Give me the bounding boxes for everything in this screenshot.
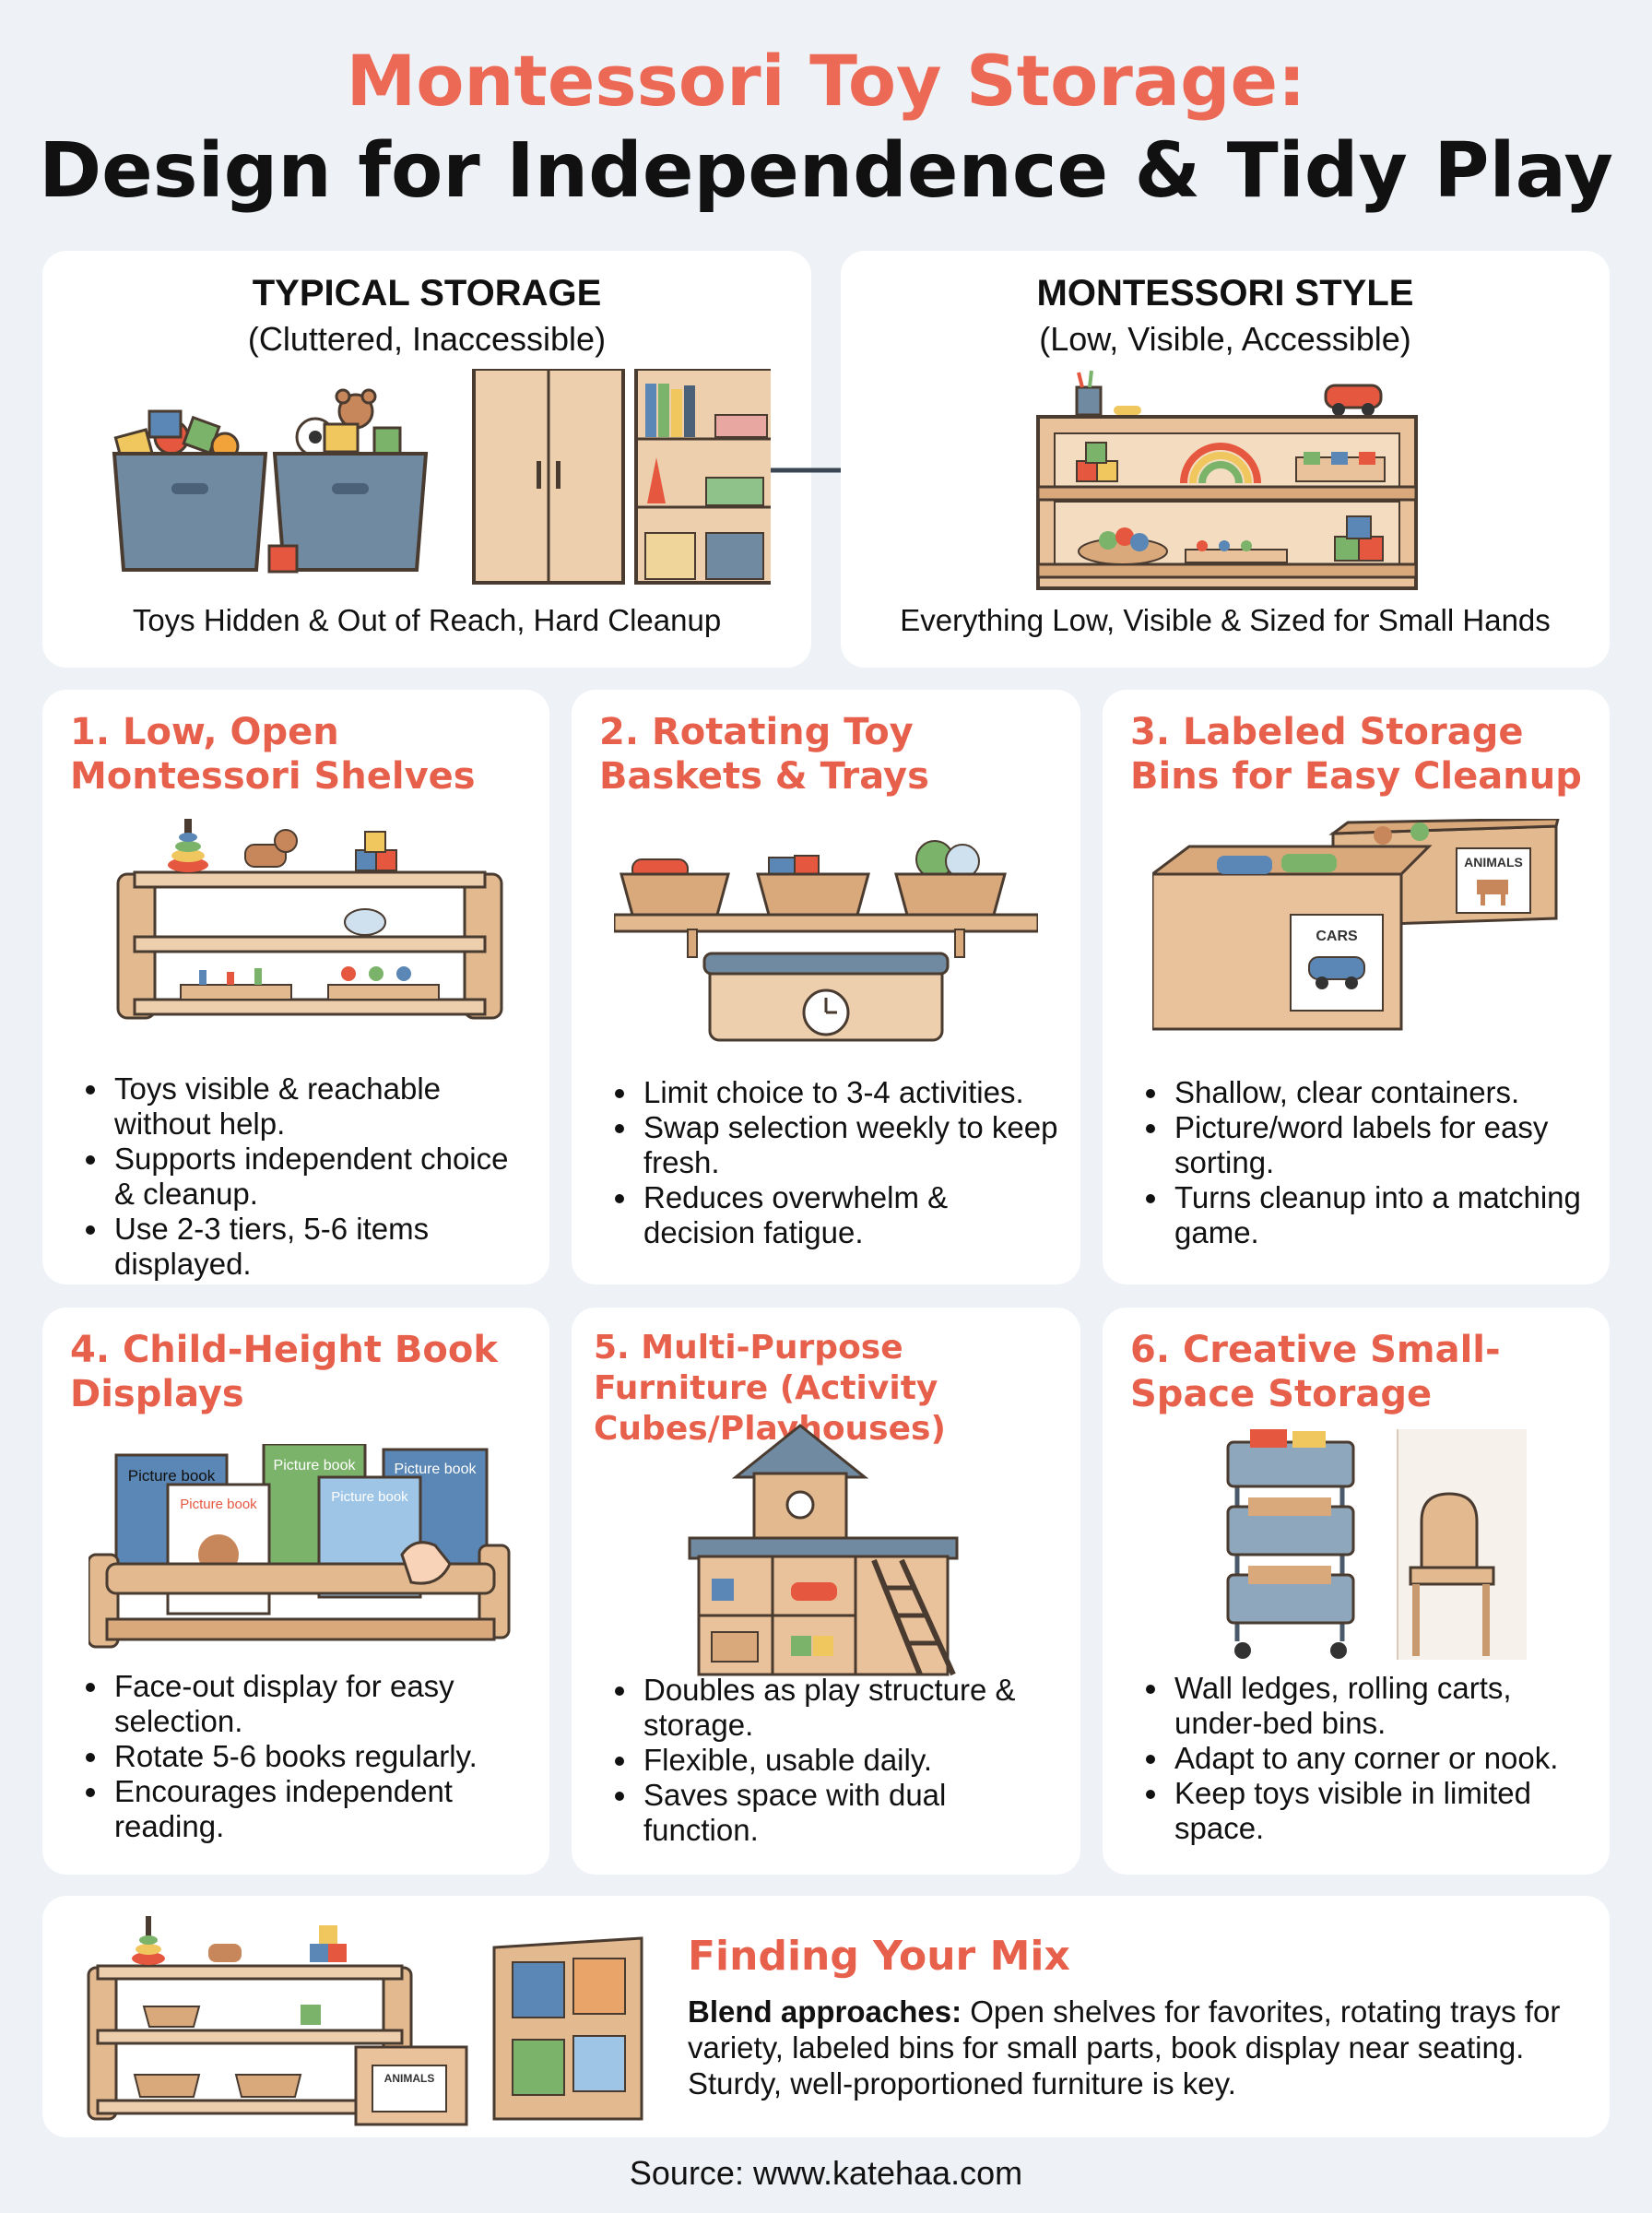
montessori-style-heading: MONTESSORI STYLE bbox=[1036, 273, 1414, 314]
bullet-list: Wall ledges, rolling carts, under-bed bi… bbox=[1139, 1671, 1591, 1846]
book-title: Picture book bbox=[180, 1497, 257, 1512]
hand-icon bbox=[400, 1541, 452, 1585]
bullet-item: Limit choice to 3-4 activities. bbox=[640, 1075, 1062, 1110]
book-title: Picture book bbox=[395, 1462, 478, 1477]
montessori-style-heading-block: MONTESSORI STYLE (Low, Visible, Accessib… bbox=[841, 273, 1610, 359]
playhouse-furniture-illustration bbox=[688, 1424, 959, 1676]
bin-label-cars: CARS bbox=[1316, 929, 1358, 944]
low-open-shelf-illustration bbox=[116, 819, 503, 1020]
mixed-storage-illustration: ANIMALS bbox=[87, 1916, 643, 2126]
title-line-1: Montessori Toy Storage: bbox=[346, 40, 1306, 122]
bin-label-animals: ANIMALS bbox=[1464, 855, 1523, 870]
bullet-item: Picture/word labels for easy sorting. bbox=[1171, 1110, 1591, 1180]
typical-storage-subheading: (Cluttered, Inaccessible) bbox=[247, 320, 607, 358]
bullet-item: Keep toys visible in limited space. bbox=[1171, 1776, 1591, 1846]
bullet-item: Adapt to any corner or nook. bbox=[1171, 1741, 1591, 1776]
bullet-item: Doubles as play structure & storage. bbox=[640, 1673, 1062, 1743]
cluttered-bins-illustration bbox=[112, 369, 771, 585]
bullet-item: Face-out display for easy selection. bbox=[111, 1669, 531, 1739]
section-title: 2. Rotating Toy Baskets & Trays bbox=[599, 711, 929, 798]
bullet-item: Encourages independent reading. bbox=[111, 1774, 531, 1844]
section-title: 3. Labeled Storage Bins for Easy Cleanup bbox=[1130, 711, 1582, 798]
mix-title: Finding Your Mix bbox=[688, 1933, 1070, 1980]
bullet-item: Supports independent choice & cleanup. bbox=[111, 1142, 531, 1212]
rolling-cart-illustration bbox=[1226, 1429, 1527, 1660]
typical-storage-caption: Toys Hidden & Out of Reach, Hard Cleanup bbox=[132, 603, 722, 637]
section-card-multi-purpose-furniture: 5. Multi-Purpose Furniture (Activity Cub… bbox=[572, 1308, 1080, 1875]
bullet-item: Swap selection weekly to keep fresh. bbox=[640, 1110, 1062, 1180]
bullet-list: Limit choice to 3-4 activities. Swap sel… bbox=[608, 1075, 1062, 1250]
bullet-item: Flexible, usable daily. bbox=[640, 1743, 1062, 1778]
section-card-labeled-bins: 3. Labeled Storage Bins for Easy Cleanup… bbox=[1103, 690, 1610, 1284]
book-title: Picture book bbox=[274, 1458, 357, 1473]
title-line-2: Design for Independence & Tidy Play bbox=[39, 127, 1613, 215]
bullet-item: Rotate 5-6 books regularly. bbox=[111, 1739, 531, 1774]
bullet-item: Shallow, clear containers. bbox=[1171, 1075, 1591, 1110]
montessori-style-card: MONTESSORI STYLE (Low, Visible, Accessib… bbox=[841, 251, 1610, 668]
rotating-baskets-illustration bbox=[614, 840, 1038, 1042]
section-card-rotating-baskets: 2. Rotating Toy Baskets & Trays Limit ch… bbox=[572, 690, 1080, 1284]
book-title: Picture book bbox=[128, 1467, 216, 1485]
book-title: Picture book bbox=[331, 1489, 408, 1505]
cars-bin: CARS bbox=[1152, 845, 1433, 1031]
montessori-style-caption: Everything Low, Visible & Sized for Smal… bbox=[900, 603, 1551, 637]
typical-storage-card: TYPICAL STORAGE (Cluttered, Inaccessible… bbox=[42, 251, 811, 668]
section-card-book-displays: 4. Child-Height Book Displays Picture bo… bbox=[42, 1308, 549, 1875]
bullet-list: Doubles as play structure & storage. Fle… bbox=[608, 1673, 1062, 1848]
typical-storage-heading: TYPICAL STORAGE bbox=[252, 273, 602, 314]
low-open-shelf-illustration bbox=[1036, 370, 1418, 590]
section-card-small-space-storage: 6. Creative Small-Space Storage Wall led… bbox=[1103, 1308, 1610, 1875]
section-title: 1. Low, Open Montessori Shelves bbox=[70, 711, 476, 798]
bullet-list: Face-out display for easy selection. Rot… bbox=[79, 1669, 531, 1844]
closed-wardrobe bbox=[472, 369, 625, 585]
mix-text: Open shelves for favorites, rotating tra… bbox=[688, 1994, 1561, 2101]
mix-lead: Blend approaches: bbox=[688, 1994, 962, 2029]
section-title: 6. Creative Small-Space Storage bbox=[1130, 1329, 1501, 1415]
source-credit: Source: www.katehaa.com bbox=[629, 2154, 1023, 2192]
bullet-list: Shallow, clear containers. Picture/word … bbox=[1139, 1075, 1591, 1250]
labeled-bins-illustration: ANIMALS CARS bbox=[1152, 819, 1560, 1031]
page-title: Montessori Toy Storage: Design for Indep… bbox=[0, 37, 1652, 218]
tall-bookcase bbox=[634, 369, 771, 585]
bullet-item: Wall ledges, rolling carts, under-bed bi… bbox=[1171, 1671, 1591, 1741]
finding-your-mix-card: ANIMALS Finding Your Mix Blend approache… bbox=[42, 1896, 1610, 2137]
bullet-item: Use 2-3 tiers, 5-6 items displayed. bbox=[111, 1212, 531, 1282]
montessori-style-subheading: (Low, Visible, Accessible) bbox=[1039, 320, 1411, 358]
section-title: 5. Multi-Purpose Furniture (Activity Cub… bbox=[594, 1329, 946, 1448]
section-card-low-open-shelves: 1. Low, Open Montessori Shelves Toys vis… bbox=[42, 690, 549, 1284]
toy-bin-right bbox=[272, 388, 429, 572]
section-title: 4. Child-Height Book Displays bbox=[70, 1329, 498, 1415]
book-display-illustration: Picture book Picture book Picture book P… bbox=[88, 1444, 511, 1649]
bullet-list: Toys visible & reachable without help. S… bbox=[79, 1071, 531, 1282]
mix-body: Blend approaches: Open shelves for favor… bbox=[688, 1994, 1573, 2101]
toy-bin-left bbox=[112, 409, 268, 572]
bullet-item: Toys visible & reachable without help. bbox=[111, 1071, 531, 1142]
typical-storage-heading-block: TYPICAL STORAGE (Cluttered, Inaccessible… bbox=[42, 273, 811, 359]
bin-label-animals: ANIMALS bbox=[384, 2072, 435, 2085]
bullet-item: Saves space with dual function. bbox=[640, 1778, 1062, 1848]
bullet-item: Reduces overwhelm & decision fatigue. bbox=[640, 1180, 1062, 1250]
bullet-item: Turns cleanup into a matching game. bbox=[1171, 1180, 1591, 1250]
